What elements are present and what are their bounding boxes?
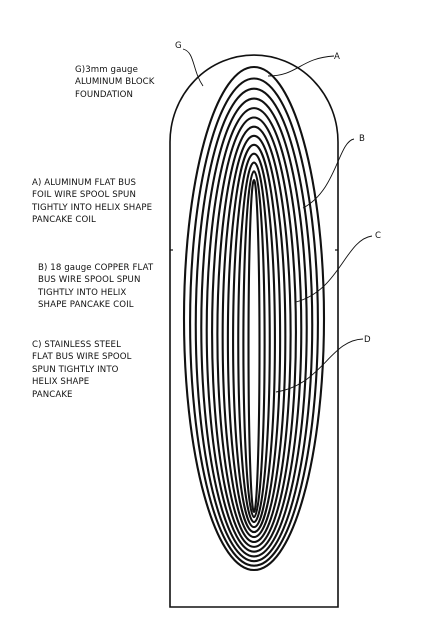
leader-line-c xyxy=(295,235,373,303)
coil-winding-ring xyxy=(242,170,266,519)
coil-winding-ring xyxy=(189,77,319,567)
callout-letter-b: B xyxy=(359,134,365,144)
coil-winding-ring xyxy=(182,65,326,572)
label-b-description: B) 18 gauge COPPER FLAT BUS WIRE SPOOL S… xyxy=(38,262,153,312)
coil-winding-ring xyxy=(232,152,276,529)
label-b-line-3: TIGHTLY INTO HELIX xyxy=(38,287,127,298)
label-b-line-4: SHAPE PANCAKE COIL xyxy=(38,300,134,311)
label-a-line-4: PANCAKE COIL xyxy=(32,215,96,226)
callout-letter-c: C xyxy=(375,231,381,241)
coil-winding-ring xyxy=(237,161,271,524)
label-a-line-3: TIGHTLY INTO HELIX SHAPE xyxy=(32,202,153,213)
coil-winding-ring xyxy=(216,125,292,544)
label-a-line-1: A) ALUMINUM FLAT BUS xyxy=(32,178,137,188)
coil-winding-ring xyxy=(211,116,297,548)
callout-letter-a: A xyxy=(334,52,340,62)
leader-line-d xyxy=(275,338,364,393)
coil-winding-ring xyxy=(205,107,303,553)
label-c-line-5: PANCAKE xyxy=(32,389,73,400)
label-a-description: A) ALUMINUM FLAT BUS FOIL WIRE SPOOL SPU… xyxy=(32,177,152,227)
label-c-line-3: SPUN TIGHTLY INTO xyxy=(32,364,119,375)
leader-line-b xyxy=(302,138,355,209)
label-b-line-1: B) 18 gauge COPPER FLAT xyxy=(38,263,154,273)
coil-winding-ring xyxy=(226,143,282,534)
callout-letter-g: G xyxy=(175,41,182,51)
coil-winding-ring xyxy=(200,97,308,558)
label-g-line-1: G)3mm gauge xyxy=(75,65,138,75)
label-b-line-2: BUS WIRE SPOOL SPUN xyxy=(38,275,141,286)
label-g-line-2: ALUMINUM BLOCK xyxy=(75,77,155,88)
leader-line-a xyxy=(267,55,335,77)
coil-winding-ring xyxy=(221,134,287,539)
label-c-line-2: FLAT BUS WIRE SPOOL xyxy=(32,352,132,363)
pancake-coil-windings xyxy=(182,65,326,572)
aluminum-block-foundation xyxy=(169,54,339,608)
label-c-description: C) STAINLESS STEEL FLAT BUS WIRE SPOOL S… xyxy=(32,339,132,401)
coil-winding-ring xyxy=(247,178,261,514)
leader-line-g xyxy=(182,48,204,87)
label-c-line-1: C) STAINLESS STEEL xyxy=(32,340,121,350)
label-g-line-3: FOUNDATION xyxy=(75,89,134,100)
callout-letter-d: D xyxy=(364,335,371,345)
label-a-line-2: FOIL WIRE SPOOL SPUN xyxy=(32,190,136,201)
label-c-line-4: HELIX SHAPE xyxy=(32,377,90,388)
label-g-description: G)3mm gauge ALUMINUM BLOCK FOUNDATION xyxy=(75,64,155,101)
coil-winding-ring xyxy=(194,87,314,563)
